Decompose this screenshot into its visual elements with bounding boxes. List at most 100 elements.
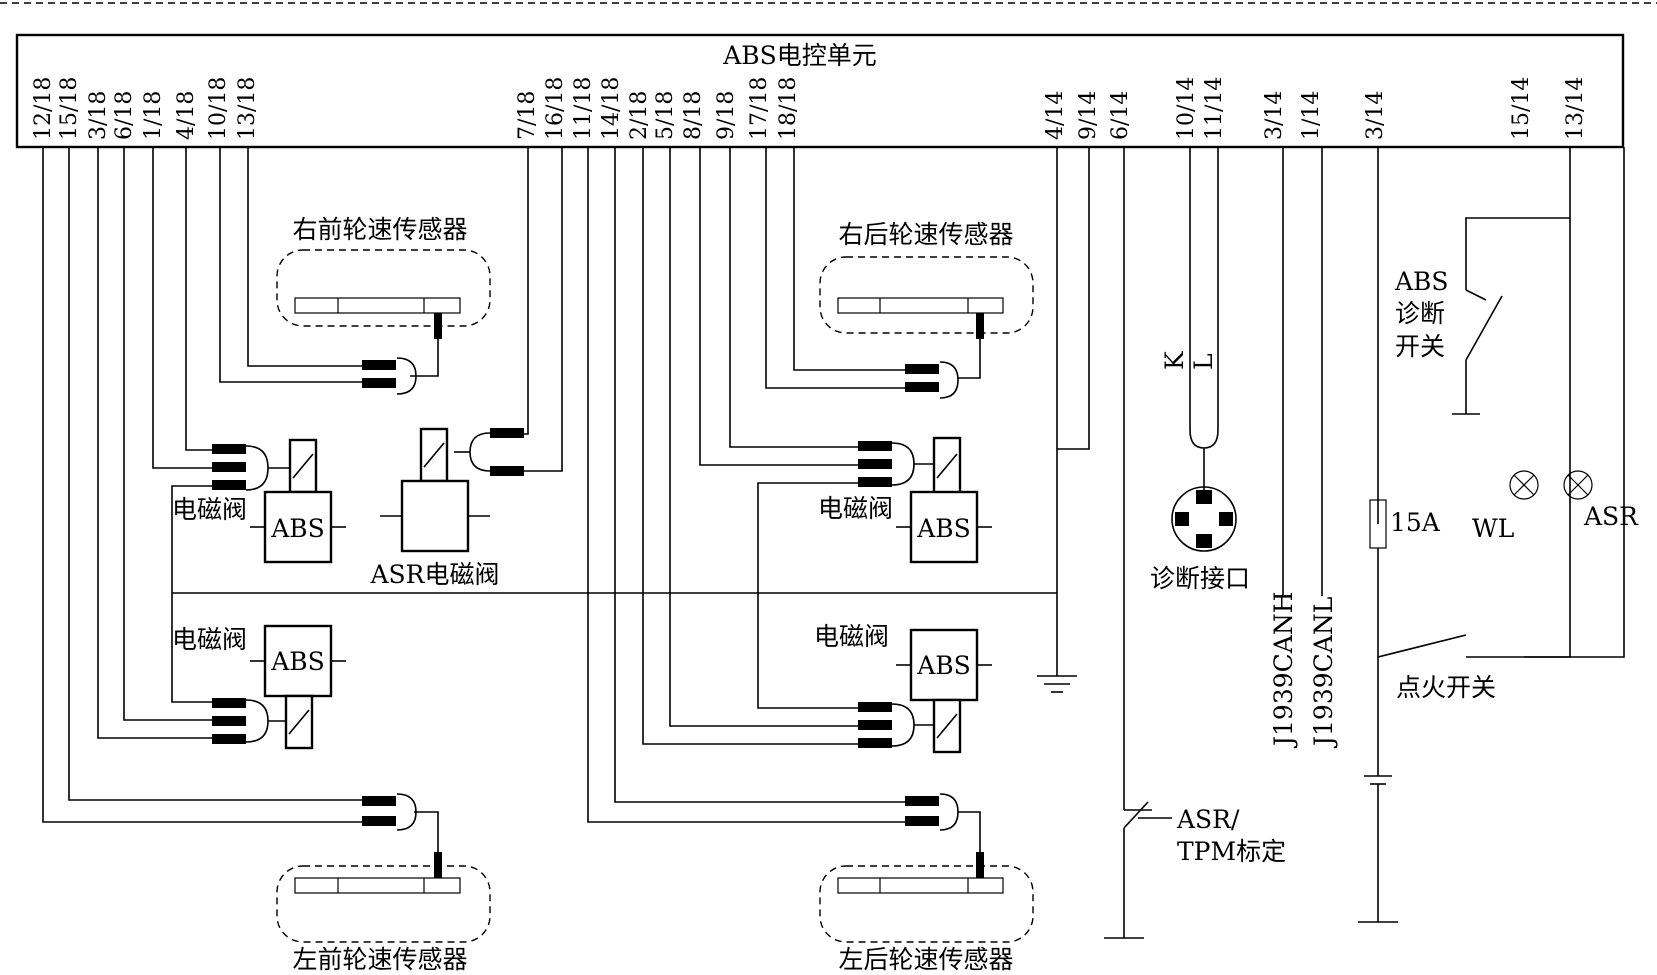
wire-15-14 xyxy=(1466,147,1571,658)
asr-tpm-switch xyxy=(1123,801,1172,829)
ecu-pin-labels-left: 12/18 15/18 3/18 6/18 1/18 4/18 10/18 13… xyxy=(31,77,260,140)
pin-label: 6/18 xyxy=(112,91,137,140)
label-valve-upper-left: 电磁阀 xyxy=(172,495,247,524)
wire-5-18 xyxy=(669,147,858,727)
pin-label: 10/14 xyxy=(1174,77,1199,140)
label-diag-port: 诊断接口 xyxy=(1150,564,1250,593)
wires-left-group xyxy=(42,147,1057,823)
wire-15-18 xyxy=(68,147,362,801)
pin-label: 5/18 xyxy=(653,91,678,140)
ignition-switch xyxy=(1377,634,1467,658)
pin-label: 17/18 xyxy=(747,77,772,140)
wire-1-18 xyxy=(152,147,212,469)
label-canl: J1939CANL xyxy=(1309,597,1338,749)
pin-label: 12/18 xyxy=(31,77,56,140)
label-asr: ASR xyxy=(1583,502,1639,531)
pin-label: 13/18 xyxy=(235,77,260,140)
label-k: K xyxy=(1160,350,1189,370)
wire-9-14 xyxy=(1057,147,1090,450)
pin-label: 18/18 xyxy=(776,77,801,140)
label-l: L xyxy=(1189,353,1218,370)
wire-abs-switch xyxy=(1465,217,1570,290)
label-abs-upper-right: ABS xyxy=(916,514,971,543)
label-wl: WL xyxy=(1472,514,1514,543)
wire-17-18 xyxy=(765,147,905,389)
pin-label: 4/18 xyxy=(174,91,199,140)
pin-label: 8/18 xyxy=(681,91,706,140)
wire-10-18 xyxy=(219,147,362,383)
label-valve-upper-right: 电磁阀 xyxy=(818,494,893,523)
pin-label: 15/14 xyxy=(1509,77,1534,140)
pin-label: 14/18 xyxy=(599,77,624,140)
valve-upper-right xyxy=(858,436,992,564)
label-sensor-rear-right: 右后轮速传感器 xyxy=(838,220,1013,249)
label-abs-lower-left: ABS xyxy=(270,647,325,676)
label-abs-lower-right: ABS xyxy=(916,651,971,680)
pin-label: 7/18 xyxy=(515,91,540,140)
lamp-asr xyxy=(1563,470,1593,500)
pin-label: 11/14 xyxy=(1202,77,1227,140)
pin-label: 16/18 xyxy=(543,77,568,140)
lamp-wl xyxy=(1509,470,1539,500)
label-abs-switch-2: 诊断 xyxy=(1395,299,1445,328)
wire-3-18 xyxy=(97,147,212,739)
wires-mid-group xyxy=(524,147,905,823)
wire-2-18 xyxy=(642,147,858,745)
ecu-box xyxy=(15,33,1625,149)
label-asr-valve: ASR电磁阀 xyxy=(369,560,499,589)
pin-label: 6/14 xyxy=(1108,91,1133,140)
sensor-rear-right xyxy=(819,256,1034,399)
pin-label: 15/18 xyxy=(57,77,82,140)
valve-asr xyxy=(380,427,524,553)
label-asr-tpm-2: TPM标定 xyxy=(1177,837,1286,866)
wire-18-18 xyxy=(793,147,905,371)
wire-13-18 xyxy=(247,147,362,367)
pin-label: 3/18 xyxy=(86,91,111,140)
wire-11-18 xyxy=(587,147,905,823)
sensor-rear-left xyxy=(819,793,1034,943)
pin-label: 11/18 xyxy=(571,77,596,140)
wire-7-18 xyxy=(524,147,529,435)
label-sensor-rear-left: 左后轮速传感器 xyxy=(838,945,1013,974)
label-canh: J1939CANH xyxy=(1269,591,1298,749)
wire-14-18 xyxy=(614,147,905,803)
label-ignition: 点火开关 xyxy=(1396,673,1496,702)
pin-label: 10/18 xyxy=(206,77,231,140)
wire-common-left xyxy=(171,485,212,703)
wire-9-18 xyxy=(729,147,858,448)
wire-8-18 xyxy=(699,147,858,466)
kl-join xyxy=(1189,429,1219,449)
pin-label: 4/14 xyxy=(1043,91,1068,140)
wire-16-18 xyxy=(524,147,563,472)
diagnostic-port xyxy=(1171,486,1237,552)
valve-lower-left xyxy=(212,624,346,750)
abs-switch-contact xyxy=(1465,289,1487,301)
pin-label: 9/14 xyxy=(1076,91,1101,140)
wire-4-18 xyxy=(185,147,212,451)
wire-13-14 xyxy=(1524,147,1625,658)
pin-label: 9/18 xyxy=(714,91,739,140)
wire-common-right xyxy=(757,482,858,709)
ecu-pin-labels-mid: 7/18 16/18 11/18 14/18 2/18 5/18 8/18 9/… xyxy=(515,77,801,140)
valve-upper-left xyxy=(212,438,346,564)
label-valve-lower-left: 电磁阀 xyxy=(172,625,247,654)
wire-12-18 xyxy=(42,147,362,823)
label-sensor-front-right: 右前轮速传感器 xyxy=(292,215,467,244)
sensor-front-right xyxy=(276,249,491,395)
label-fuse: 15A xyxy=(1390,508,1441,537)
label-valve-lower-right: 电磁阀 xyxy=(814,622,889,651)
valve-lower-right xyxy=(858,628,992,754)
label-abs-switch-1: ABS xyxy=(1394,267,1449,296)
pin-label: 13/14 xyxy=(1563,77,1588,140)
wires-right-group xyxy=(1037,147,1625,939)
ecu-title: ABS电控单元 xyxy=(722,41,877,70)
label-abs-switch-3: 开关 xyxy=(1395,332,1445,361)
pin-label: 2/18 xyxy=(627,91,652,140)
label-abs-upper-left: ABS xyxy=(270,514,325,543)
wire-6-18 xyxy=(123,147,212,721)
pin-label: 1/14 xyxy=(1299,91,1324,140)
label-asr-tpm-1: ASR/ xyxy=(1176,805,1240,834)
ecu-pin-labels-right: 4/14 9/14 6/14 10/14 11/14 3/14 1/14 3/1… xyxy=(1043,77,1588,140)
label-sensor-front-left: 左前轮速传感器 xyxy=(292,945,467,974)
